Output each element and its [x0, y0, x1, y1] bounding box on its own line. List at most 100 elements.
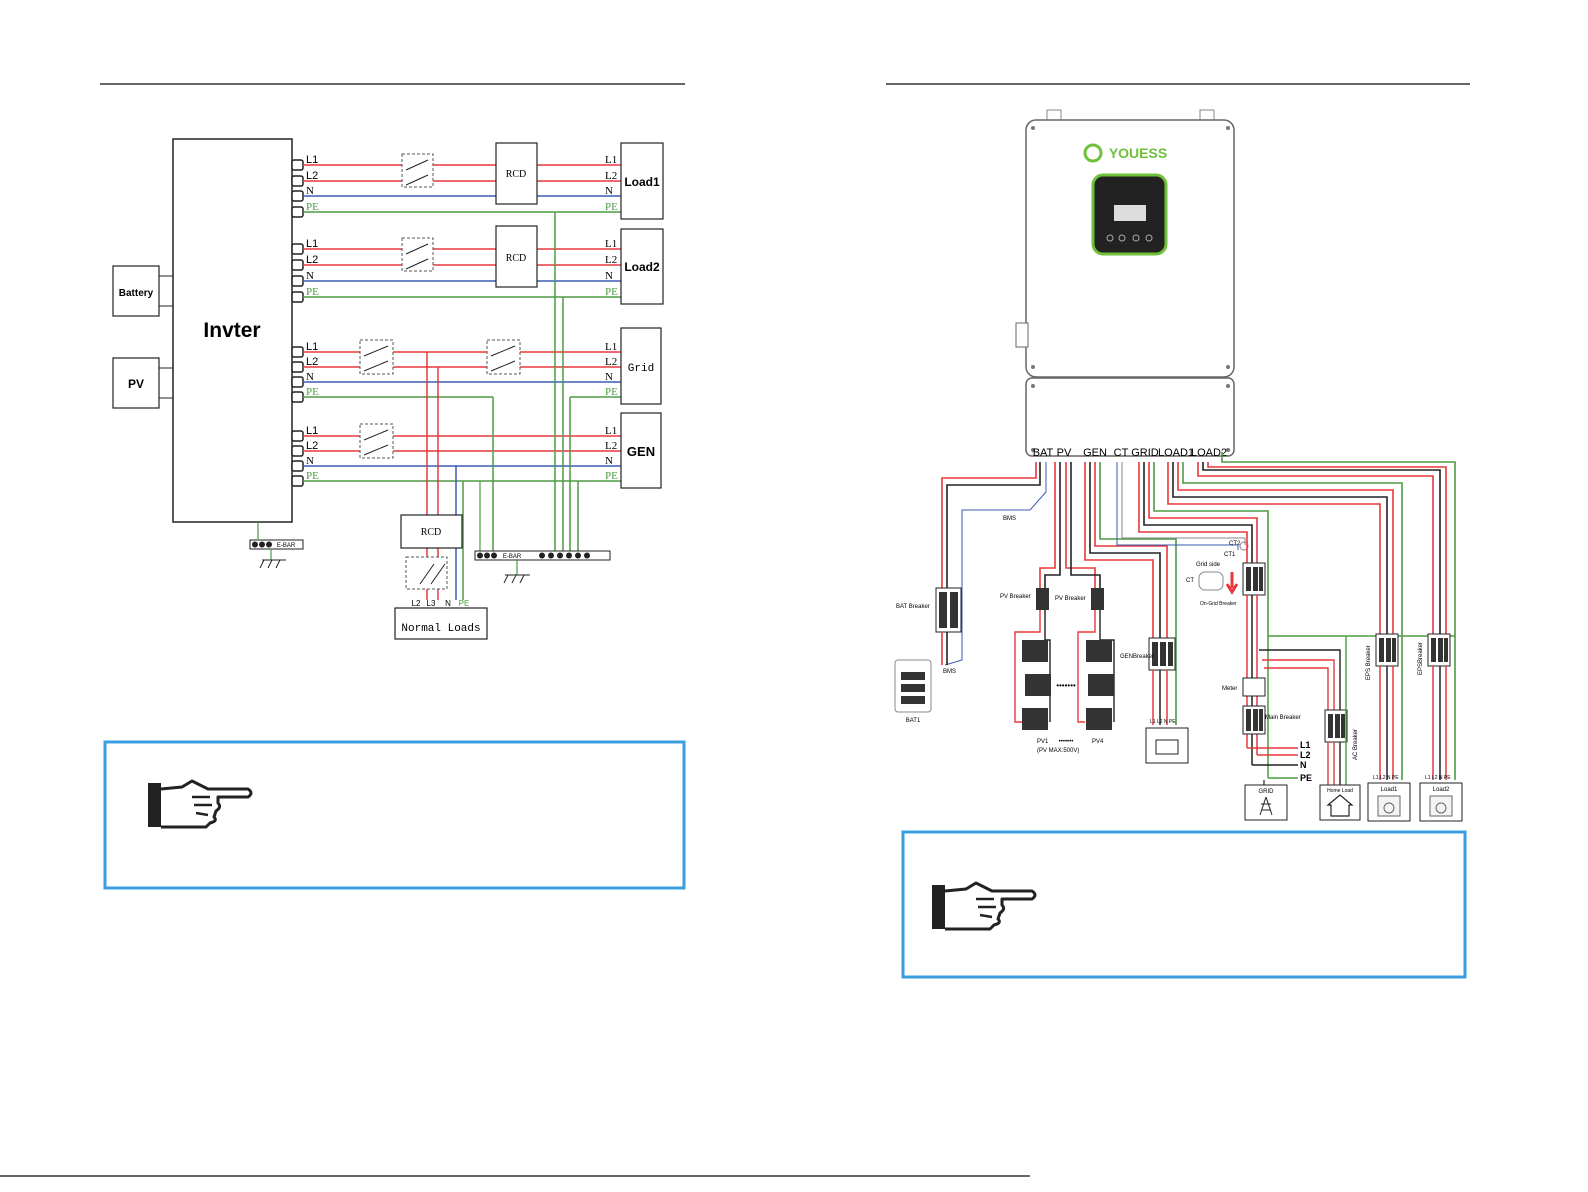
inverter-terminal-label: L1 [306, 425, 318, 437]
load2-terminal-label: PE [605, 286, 618, 298]
term-grid: GRID [1131, 447, 1159, 459]
inverter-terminal-label: L1 [306, 154, 318, 166]
ct1-label: CT1 [1224, 552, 1236, 558]
load2-terminal-label: N [605, 270, 613, 282]
inverter-terminal [291, 376, 304, 388]
inverter-box [172, 138, 293, 523]
pv-breaker-2-label: PV Breaker [1055, 596, 1086, 602]
battery-box [112, 265, 160, 317]
rcd-load2-label: RCD [506, 253, 527, 264]
generator-icon [1145, 727, 1189, 764]
gen-label: GEN [627, 444, 655, 459]
pv-breaker-2 [1091, 588, 1104, 610]
pv-dots-label: ••••••• [1059, 739, 1074, 745]
gen-terminal-label: L2 [605, 440, 617, 452]
normal-loads-label: Normal Loads [401, 623, 480, 635]
inverter-terminal-label: N [306, 185, 314, 197]
ebar-left [249, 539, 304, 550]
inverter-terminal [291, 445, 304, 457]
grid-line-n: N [1300, 760, 1307, 770]
pv-box [112, 357, 160, 409]
lcd-screen [1114, 205, 1146, 221]
inverter-terminal [291, 460, 304, 472]
ac-breaker-label: AC Breaker [1353, 729, 1359, 760]
inverter-terminal [291, 259, 304, 271]
grid-box [1244, 784, 1288, 821]
grid-terminal-label: PE [605, 386, 618, 398]
load1-label: Load1 [624, 175, 660, 189]
pointing-hand-icon [932, 881, 1037, 931]
load1-box [620, 142, 664, 220]
meter-label: Meter [1222, 686, 1237, 692]
pv-breaker-1 [1036, 588, 1049, 610]
ct-label: CT [1186, 578, 1194, 584]
pv-label: PV [128, 377, 144, 391]
inverter-terminal-label: L2 [306, 356, 318, 368]
pointing-hand-icon [148, 779, 253, 829]
load1-box-label: Load1 [1381, 787, 1398, 793]
inverter-terminal [291, 243, 304, 255]
ct2-label: CT2 [1229, 541, 1241, 547]
grid-line-l1: L1 [1300, 740, 1311, 750]
gen-terminal-label: L1 [605, 425, 617, 437]
inverter-terminal [291, 346, 304, 358]
gen-breaker-label: GENBreaker [1120, 654, 1154, 660]
load2-terminal-label: L2 [605, 254, 617, 266]
solar-panels [1022, 640, 1114, 730]
rcd-normal-loads [400, 514, 463, 549]
pv-max-label: (PV MAX:500V) [1037, 748, 1079, 754]
grid-side-label: Grid side [1196, 562, 1221, 568]
grid-box [620, 327, 662, 405]
pv4-label: PV4 [1092, 739, 1104, 745]
inverter-terminal-label: L2 [306, 254, 318, 266]
grid-line-l2: L2 [1300, 750, 1311, 760]
inverter-terminal [291, 391, 304, 403]
washer-icon [1377, 795, 1401, 817]
main-breaker-label: Main Breaker [1265, 715, 1301, 721]
grid-terminal-label: L2 [605, 356, 617, 368]
inverter-wiring-box [1025, 377, 1235, 457]
inverter-terminal-label: PE [306, 386, 319, 398]
load2-terminal-label: L1 [605, 238, 617, 250]
term-gen: GEN [1083, 447, 1107, 459]
gen-terminal-label: PE [605, 470, 618, 482]
current-direction-arrow-icon [1225, 572, 1239, 595]
normal-loads-box [394, 607, 488, 640]
term-ct: CT [1114, 447, 1129, 459]
inverter-terminal [291, 361, 304, 373]
load1-terminal-label: N [605, 185, 613, 197]
battery-label: Battery [119, 288, 154, 299]
load2-label: Load2 [624, 260, 660, 274]
term-load1: LOAD1 [1158, 447, 1194, 459]
load1-terminal-label: PE [605, 201, 618, 213]
term-pv: PV [1057, 447, 1072, 459]
grid-terminal-label: N [605, 371, 613, 383]
rcd-load1 [495, 142, 538, 205]
inverter-terminal [291, 275, 304, 287]
inverter-terminal-label: L1 [306, 341, 318, 353]
inverter-terminal-label: PE [306, 286, 319, 298]
load1-terminal-label: L2 [605, 170, 617, 182]
gen-terminal-label: N [605, 455, 613, 467]
dc-switch-icon [1015, 322, 1029, 348]
inverter-label: Invter [203, 319, 260, 342]
eps-breaker-1-label: EPS Breaker [1366, 645, 1372, 680]
load1-terms-label: L1 L2 N PE [1373, 775, 1399, 781]
inverter-terminal [291, 175, 304, 187]
ct-clamp-icon [1198, 571, 1224, 591]
rcd-normal-loads-label: RCD [421, 527, 442, 538]
inverter-terminal [291, 159, 304, 171]
load1-terminal-label: L1 [605, 154, 617, 166]
meter [1242, 677, 1266, 697]
brand-logo-icon [1083, 143, 1103, 163]
inverter-terminal [291, 206, 304, 218]
breaker-load1 [401, 153, 434, 188]
inverter-terminal [291, 430, 304, 442]
term-load2: LOAD2 [1191, 447, 1227, 459]
breaker-grid-1 [359, 339, 394, 375]
normal-loads-term-n: N [445, 599, 451, 608]
breaker-grid-2 [486, 339, 521, 375]
inverter-terminal [291, 475, 304, 487]
